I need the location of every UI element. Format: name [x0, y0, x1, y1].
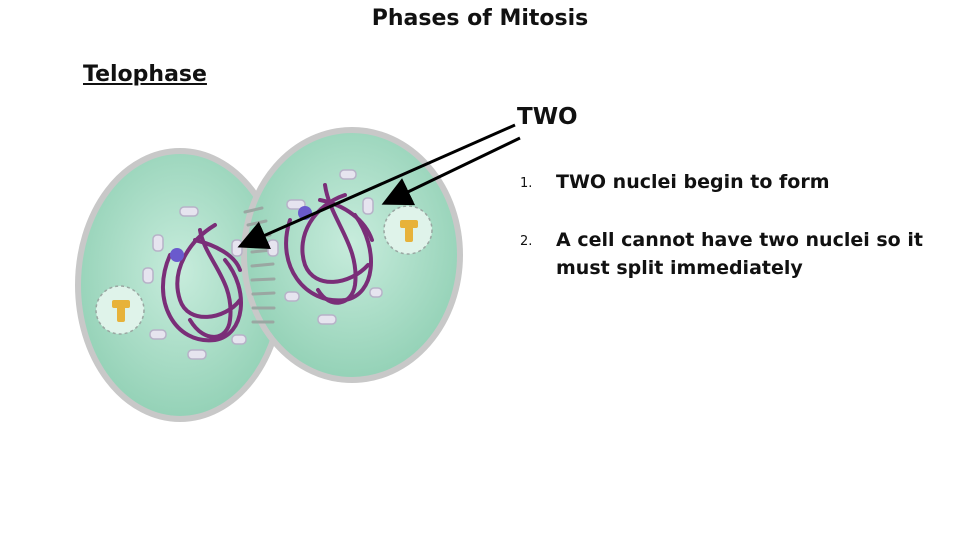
- arrow-to-right-nucleus: [381, 136, 521, 206]
- left-chromosomes: [160, 223, 243, 343]
- list-number: 2.: [520, 234, 533, 249]
- arrow-label: TWO: [517, 104, 578, 130]
- arrow-to-left-nucleus: [237, 123, 516, 250]
- list-text: TWO nuclei begin to form: [556, 171, 830, 193]
- slide-title: Phases of Mitosis: [371, 6, 589, 31]
- nuclear-envelope-fragments: [142, 169, 383, 360]
- list-item: 2. A cell cannot have two nuclei so it m…: [520, 226, 940, 282]
- list-number: 1.: [520, 176, 533, 191]
- list-item: 1. TWO nuclei begin to form: [520, 168, 940, 196]
- right-centrosome: [383, 205, 433, 255]
- left-nucleolus: [170, 248, 184, 262]
- point-list: 1. TWO nuclei begin to form 2. A cell ca…: [520, 168, 940, 312]
- phase-heading: Telophase: [83, 62, 207, 87]
- right-chromosomes: [284, 183, 374, 305]
- list-text: A cell cannot have two nuclei so it must…: [556, 229, 923, 279]
- left-centrosome: [95, 285, 145, 335]
